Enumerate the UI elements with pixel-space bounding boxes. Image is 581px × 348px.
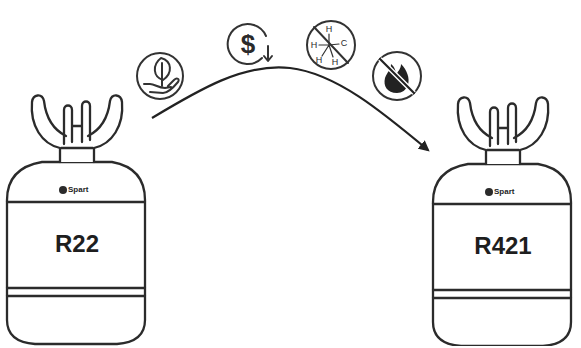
valve-handle bbox=[88, 95, 122, 148]
valve-stem bbox=[64, 102, 90, 145]
cylinder-outline bbox=[2, 88, 152, 346]
transition-arrow bbox=[152, 67, 428, 150]
down-arrow-symbol bbox=[264, 46, 272, 61]
slash-gap bbox=[380, 59, 414, 93]
bond-lines bbox=[319, 34, 339, 57]
refrigerant-cylinder: SpartR22 bbox=[2, 88, 152, 346]
valve-handle bbox=[458, 97, 492, 150]
band-line bbox=[433, 203, 571, 205]
prohibit-slash bbox=[380, 59, 414, 93]
molecule-icon bbox=[307, 21, 355, 69]
refrigerant-name: R421 bbox=[428, 232, 578, 260]
cylinder-outline bbox=[428, 90, 578, 346]
valve-handle bbox=[32, 95, 66, 148]
band-line bbox=[7, 201, 145, 203]
eco-icon bbox=[137, 53, 183, 99]
cost-icon bbox=[228, 24, 266, 64]
logo-mark bbox=[59, 186, 67, 194]
atom-letter: C bbox=[341, 39, 348, 48]
valve-stem bbox=[490, 104, 516, 147]
band-line bbox=[7, 288, 145, 296]
atom-letter: H bbox=[326, 25, 333, 34]
valve-neck bbox=[486, 150, 520, 164]
brand-logo: Spart bbox=[68, 185, 88, 194]
currency-symbol: $ bbox=[241, 31, 255, 57]
valve-neck bbox=[60, 148, 94, 162]
logo-mark bbox=[485, 188, 493, 196]
refrigerant-cylinder: SpartR421 bbox=[428, 90, 578, 346]
brand-logo: Spart bbox=[494, 187, 514, 196]
band-line bbox=[433, 290, 571, 298]
atom-letter: H bbox=[311, 41, 318, 50]
valve-handle bbox=[514, 97, 548, 150]
refrigerant-name: R22 bbox=[2, 230, 152, 258]
hand-symbol bbox=[144, 79, 179, 93]
atom-letter: H bbox=[332, 58, 339, 67]
leaf-symbol bbox=[155, 58, 170, 86]
no-flame-icon bbox=[373, 52, 421, 100]
atom-letter: H bbox=[316, 56, 323, 65]
